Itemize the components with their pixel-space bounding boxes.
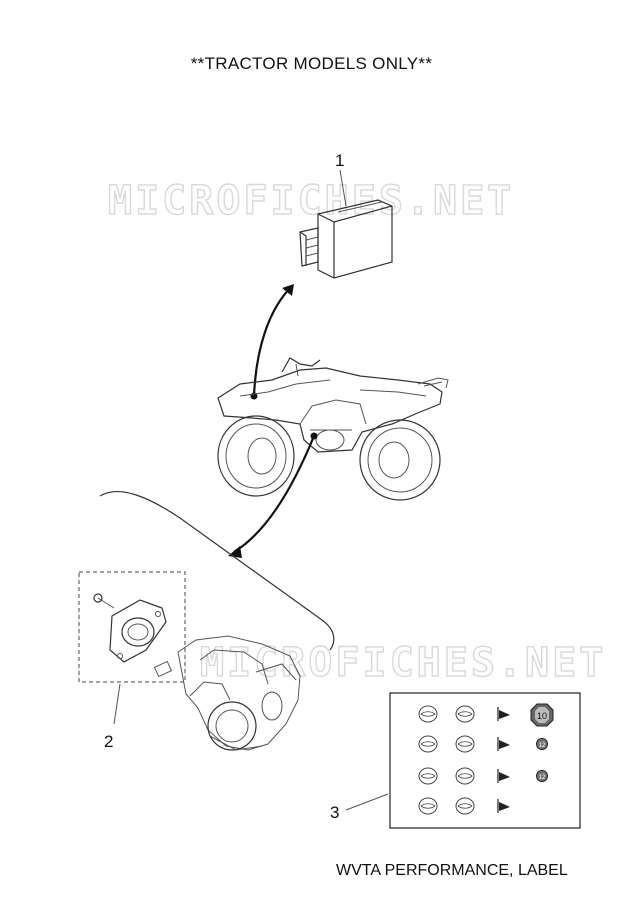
- badge-text-3: 12: [539, 775, 546, 781]
- label-sticker-flag: [497, 769, 510, 783]
- arrow-to-part-2: [228, 432, 318, 558]
- label-sticker-oval: [455, 767, 475, 785]
- label-sticker-flag: [497, 737, 510, 751]
- label-sticker-oval: [455, 797, 475, 815]
- part-1-control-unit: [299, 199, 393, 279]
- part-2-dashed-frame: [78, 571, 186, 683]
- label-sticker-oval: [418, 735, 438, 753]
- callout-2: 2: [104, 732, 113, 751]
- throttle-body-assembly: [153, 635, 301, 751]
- page-title: **TRACTOR MODELS ONLY**: [190, 54, 433, 73]
- diagram-caption: WVTA PERFORMANCE, LABEL: [336, 862, 568, 879]
- watermark-top: MICROFICHES.NET: [108, 178, 514, 224]
- label-badge-round-1: 12: [536, 738, 548, 750]
- leader-line-2: [113, 683, 121, 725]
- leader-line-3: [345, 793, 389, 811]
- label-sticker-oval: [418, 705, 438, 723]
- atv-vehicle: [217, 357, 449, 501]
- label-sticker-oval: [418, 797, 438, 815]
- callout-1: 1: [335, 151, 344, 170]
- label-sticker-oval: [455, 705, 475, 723]
- label-sticker-oval: [418, 767, 438, 785]
- assembly-bracket-line: [99, 491, 335, 651]
- label-sticker-flag: [497, 707, 510, 721]
- label-badge-octagon: 10: [530, 703, 554, 727]
- label-sheet-grid: [418, 705, 510, 815]
- leader-line-1: [339, 169, 347, 207]
- label-badge-round-2: 12: [536, 770, 548, 782]
- badge-text-1: 10: [537, 711, 547, 721]
- label-sticker-flag: [497, 799, 510, 813]
- part-2-sensor-plate: [93, 593, 167, 663]
- label-sticker-oval: [455, 735, 475, 753]
- badge-text-2: 12: [539, 743, 546, 749]
- callout-3: 3: [330, 803, 339, 822]
